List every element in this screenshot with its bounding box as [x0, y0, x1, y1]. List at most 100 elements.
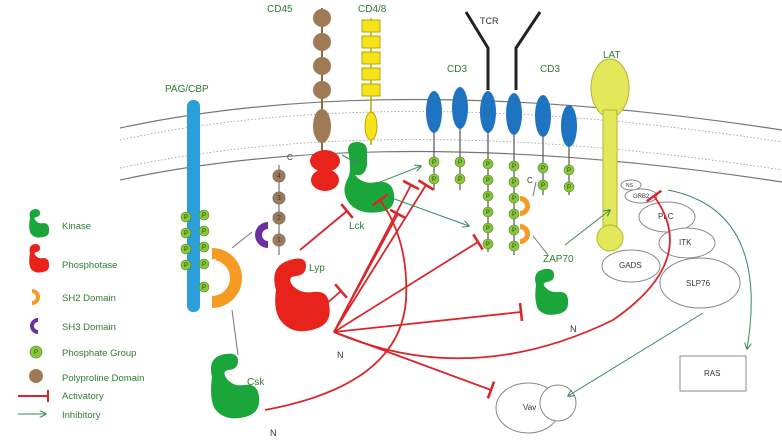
phosphate-group: P: [198, 209, 210, 221]
phosphate-group: P: [508, 192, 520, 204]
legend-label: Inhibitory: [62, 410, 101, 421]
svg-text:P: P: [184, 247, 188, 253]
cd3-chains: [426, 87, 577, 255]
vav-label: Vav: [523, 403, 536, 412]
cd45-receptor: [310, 8, 340, 191]
ras-label: RAS: [704, 369, 720, 378]
cell-membrane: [119, 98, 782, 183]
vav-protein: [495, 382, 577, 434]
phosphate-group: P: [482, 158, 494, 170]
phosphate-group: P: [482, 222, 494, 234]
svg-text:P: P: [202, 245, 206, 251]
svg-text:P: P: [512, 196, 516, 202]
phosphate-group: P: [180, 227, 192, 239]
lyp-activatory-edges: [264, 179, 671, 411]
legend: Kinase Phosphotase SH2 Domain SH3 Domain…: [18, 209, 144, 421]
phosphate-group: P: [508, 176, 520, 188]
svg-text:P: P: [486, 210, 490, 216]
grb2-label: GRB2: [633, 194, 650, 200]
svg-text:P: P: [486, 194, 490, 200]
phosphate-group: P: [508, 224, 520, 236]
phosphate-group: P: [454, 156, 466, 168]
itk-label: ITK: [679, 238, 692, 247]
svg-text:P: P: [432, 160, 436, 166]
lat-adaptor: [590, 58, 630, 252]
svg-text:P: P: [486, 178, 490, 184]
tcr-label: TCR: [480, 16, 499, 26]
lat-signalosome: [601, 179, 741, 309]
svg-text:P: P: [202, 213, 206, 219]
sh2-domain-icon: [32, 289, 40, 305]
svg-text:P: P: [512, 212, 516, 218]
legend-item-activatory: Activatory: [18, 390, 104, 402]
phosphate-group: P: [508, 160, 520, 172]
phosphate-group: P: [428, 173, 440, 185]
svg-text:P: P: [184, 215, 188, 221]
phosphate-group: P: [537, 179, 549, 191]
legend-item-sh2-domain: SH2 Domain: [32, 289, 116, 305]
csk-domains: [209, 222, 268, 356]
phosphate-group: P: [537, 162, 549, 174]
ras-box: [679, 355, 747, 392]
svg-text:P: P: [184, 263, 188, 269]
lyp-n-terminus-label: N: [337, 350, 344, 360]
phosphate-group: P: [482, 174, 494, 186]
legend-label: Kinase: [62, 221, 91, 232]
pag-phosphate-groups: P P P P P P P P P: [180, 209, 210, 293]
zap70-c-terminus-label: C: [527, 176, 533, 185]
zap70-label: ZAP70: [543, 254, 574, 265]
svg-text:P: P: [202, 229, 206, 235]
prp-label: 2: [277, 215, 281, 222]
svg-text:P: P: [541, 183, 545, 189]
phosphate-group: P: [482, 206, 494, 218]
legend-label: Phosphotase: [62, 260, 117, 271]
phosphate-group: P: [198, 225, 210, 237]
svg-text:P: P: [512, 228, 516, 234]
prp-label: 3: [277, 195, 281, 202]
lyp-polyproline-tail: [272, 165, 286, 255]
polyproline-motif-labels: 4 3 2 1: [277, 173, 281, 244]
tcr-receptor: [464, 11, 542, 90]
phosphate-group: P: [428, 156, 440, 168]
legend-label: Activatory: [62, 391, 104, 402]
svg-text:P: P: [486, 242, 490, 248]
legend-label: SH3 Domain: [62, 322, 116, 333]
svg-text:P: P: [432, 177, 436, 183]
legend-label: Phosphate Group: [62, 348, 136, 359]
svg-text:P: P: [458, 160, 462, 166]
svg-text:P: P: [567, 185, 571, 191]
svg-text:P: P: [541, 166, 545, 172]
lck-label: Lck: [349, 221, 366, 232]
csk-label: Csk: [247, 377, 265, 388]
cd48-label: CD4/8: [358, 4, 387, 15]
lat-label: LAT: [603, 50, 621, 61]
svg-text:P: P: [512, 244, 516, 250]
svg-text:P: P: [512, 180, 516, 186]
ns-label: NS: [626, 183, 634, 189]
csk-n-terminus-label: N: [270, 428, 277, 438]
cd45-label: CD45: [267, 4, 293, 15]
cd3-phosphate-groups: P P P P P P P P P P P P P P P P P P P P: [428, 156, 575, 252]
legend-label: Polyproline Domain: [62, 373, 144, 384]
gads-label: GADS: [619, 261, 642, 270]
legend-item-phosphatase: Phosphotase: [29, 244, 117, 273]
sh3-domain-icon: [30, 318, 38, 334]
phosphate-group: P: [180, 211, 192, 223]
zap70-kinase: [535, 268, 569, 315]
pag-cbp-adaptor: [187, 100, 200, 312]
lyp-c-terminus-label: C: [287, 153, 293, 162]
phosphate-icon: [29, 345, 43, 359]
phosphate-group: P: [180, 243, 192, 255]
cd48-receptor: [361, 18, 381, 145]
phosphate-group: P: [563, 164, 575, 176]
inhibitory-edges: [341, 154, 752, 396]
cd3-left-label: CD3: [447, 64, 467, 75]
phosphate-group: P: [482, 238, 494, 250]
legend-item-kinase: Kinase: [29, 209, 91, 238]
phosphate-group: P: [482, 190, 494, 202]
svg-text:P: P: [458, 177, 462, 183]
phosphate-group: P: [198, 281, 210, 293]
legend-item-polyproline-domain: Polyproline Domain: [29, 369, 144, 384]
svg-text:P: P: [486, 162, 490, 168]
